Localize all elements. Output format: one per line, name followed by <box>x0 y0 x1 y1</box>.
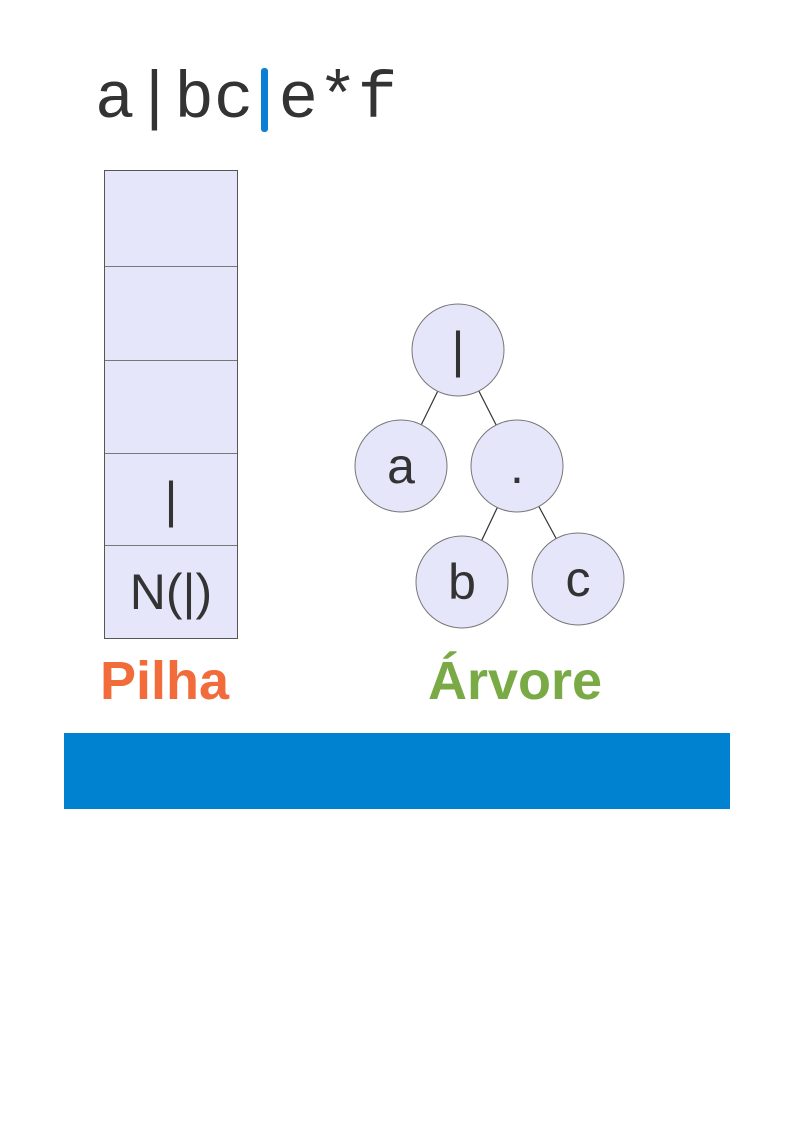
syntax-tree: | a. b c <box>354 303 625 629</box>
tree-node-label: | <box>452 322 465 378</box>
blue-band <box>64 733 730 809</box>
stack-cell: | <box>105 453 237 545</box>
tree-node-label: a <box>387 438 415 494</box>
tree-edge <box>481 507 498 541</box>
tree-node-label: c <box>566 551 591 607</box>
tree-node-label: b <box>448 554 476 610</box>
tree-node-circle <box>415 535 509 629</box>
tree-node-c: c <box>531 532 625 626</box>
tree-node-circle <box>354 419 448 513</box>
tree-node-circle <box>470 419 564 513</box>
tree-node-concat: . <box>470 419 564 513</box>
stack-label: Pilha <box>100 651 230 711</box>
expression-remaining: e*f <box>278 62 398 137</box>
tree-node-a: a <box>354 419 448 513</box>
stack-cell <box>105 266 237 360</box>
tree-node-circle <box>531 532 625 626</box>
tree-node-b: b <box>415 535 509 629</box>
tree-label: Árvore <box>428 651 603 711</box>
cursor-marker <box>261 67 269 132</box>
stack: | N(|) <box>104 170 238 639</box>
tree-edge <box>538 506 557 539</box>
tree-node-circle <box>411 303 505 397</box>
tree-node-root: | <box>411 303 505 397</box>
regex-expression: a|bc e*f <box>95 62 397 137</box>
stack-cell <box>105 360 237 453</box>
tree-edge <box>420 391 439 425</box>
tree-edge <box>478 390 497 426</box>
tree-node-label: . <box>510 438 524 494</box>
expression-consumed: a|bc <box>95 62 254 137</box>
stack-cell: N(|) <box>105 545 237 638</box>
